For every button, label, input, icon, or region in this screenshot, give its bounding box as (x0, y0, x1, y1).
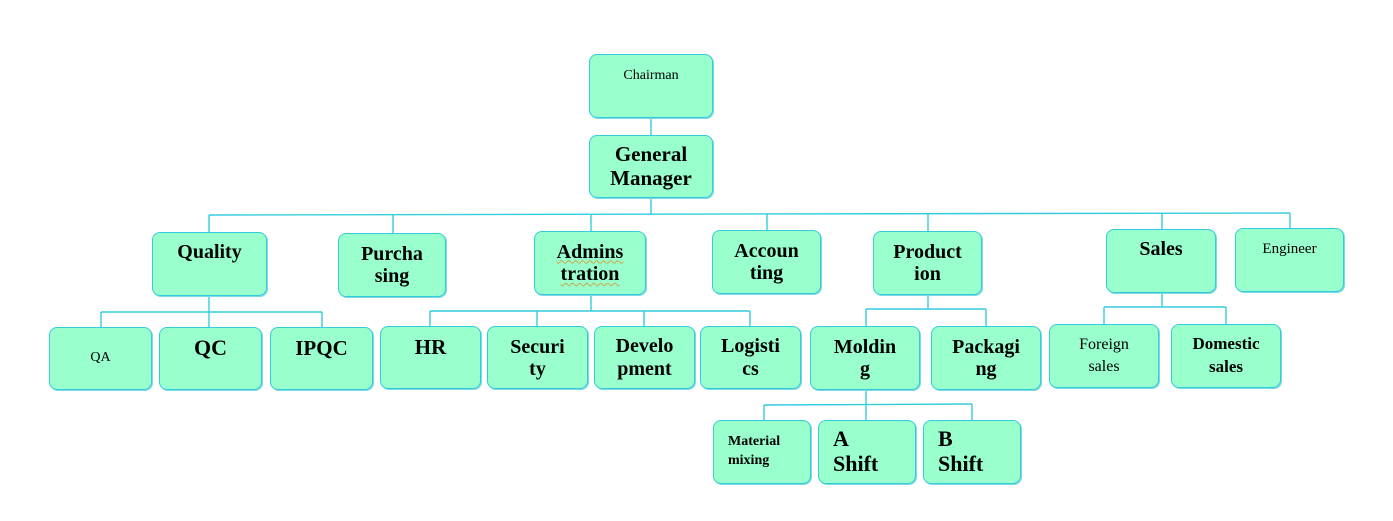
node-quality: Quality (152, 232, 267, 296)
node-ipqc-label: IPQC (295, 336, 348, 360)
node-qa-label: QA (90, 350, 111, 366)
node-packaging-label: Packagi ng (952, 335, 1020, 380)
node-administration-label: Admins tration (556, 240, 624, 285)
node-accounting-label: Accoun ting (734, 239, 799, 284)
node-b-shift-label: B Shift (938, 426, 984, 476)
node-domestic-sales: Domestic sales (1171, 324, 1281, 388)
node-production-label: Product ion (893, 240, 962, 285)
node-a-shift: A Shift (818, 420, 916, 484)
node-domestic-sales-label: Domestic sales (1192, 334, 1260, 376)
node-logistics-label: Logisti cs (721, 335, 780, 380)
node-packaging: Packagi ng (931, 326, 1041, 390)
node-chairman: Chairman (589, 54, 713, 118)
node-general-manager-label: General Manager (610, 141, 692, 190)
node-molding: Moldin g (810, 326, 920, 390)
node-sales-label: Sales (1139, 238, 1183, 260)
node-development: Develo pment (594, 326, 695, 389)
node-sales: Sales (1106, 229, 1216, 293)
node-quality-label: Quality (177, 241, 242, 263)
node-ipqc: IPQC (270, 327, 373, 390)
node-qa: QA (49, 327, 152, 390)
node-security: Securi ty (487, 326, 588, 389)
node-material-mixing-label: Material mixing (728, 434, 781, 468)
node-security-label: Securi ty (510, 336, 565, 381)
connector-molding-bus (763, 403, 973, 406)
node-engineer-label: Engineer (1262, 241, 1317, 257)
node-administration: Admins tration (534, 231, 646, 295)
node-qc-label: QC (194, 335, 227, 360)
node-purchasing: Purcha sing (338, 233, 446, 297)
connector-department-bus (208, 212, 1291, 216)
node-production: Product ion (873, 231, 982, 295)
node-chairman-label: Chairman (623, 68, 679, 83)
node-foreign-sales-label: Foreign sales (1079, 336, 1129, 375)
node-b-shift: B Shift (923, 420, 1021, 484)
node-molding-label: Moldin g (833, 335, 897, 380)
node-hr: HR (380, 326, 481, 389)
node-accounting: Accoun ting (712, 230, 821, 294)
node-material-mixing: Material mixing (713, 420, 811, 484)
node-development-label: Develo pment (615, 335, 674, 380)
node-a-shift-label: A Shift (833, 426, 879, 476)
node-general-manager: General Manager (589, 135, 713, 198)
node-foreign-sales: Foreign sales (1049, 324, 1159, 388)
node-purchasing-label: Purcha sing (361, 242, 423, 287)
node-logistics: Logisti cs (700, 326, 801, 389)
node-qc: QC (159, 327, 262, 390)
node-hr-label: HR (414, 335, 447, 359)
node-engineer: Engineer (1235, 228, 1344, 292)
